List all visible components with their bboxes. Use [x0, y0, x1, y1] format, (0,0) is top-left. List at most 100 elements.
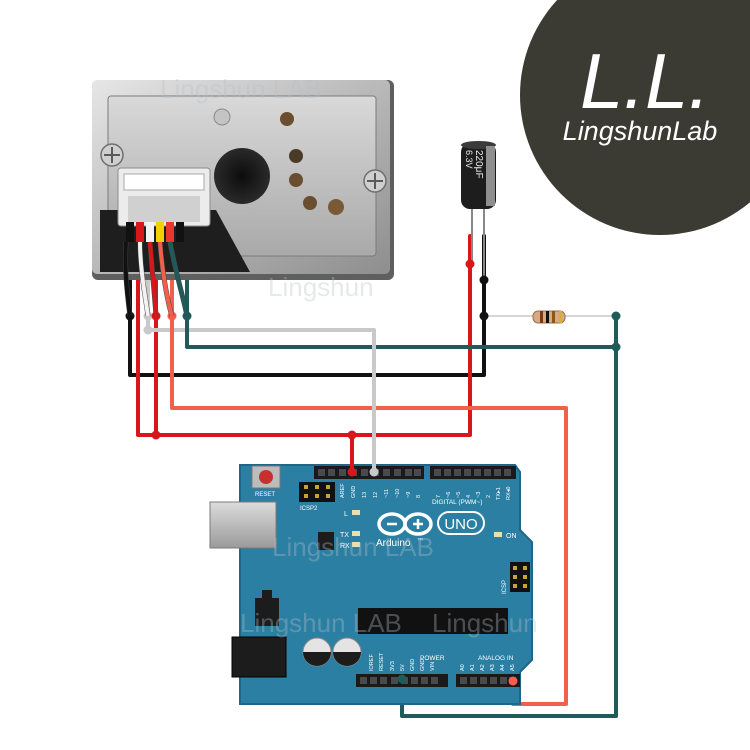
digital-header-right [430, 466, 516, 479]
pin-label-rx: RX◂0 [506, 487, 512, 500]
sensor-vent-hole [289, 173, 303, 187]
pin-label-a1: A1 [470, 664, 476, 671]
usb-port [209, 501, 277, 549]
resistor-band [546, 311, 549, 323]
junction-dot [143, 325, 153, 335]
pin-label-3v3: 3V3 [390, 661, 396, 671]
pin-label-a2: A2 [480, 664, 486, 671]
cable-black-2 [176, 222, 184, 242]
junction-dot [465, 259, 475, 269]
pin-label-10: ~10 [395, 489, 401, 498]
pin-label-a4: A4 [500, 664, 506, 671]
junction-dot [479, 311, 489, 321]
led-rx [352, 542, 360, 547]
pin-label-5v: 5V [400, 664, 406, 671]
pin-label-8: 8 [416, 495, 422, 498]
icsp2-label: ICSP2 [300, 506, 318, 512]
pin-label-gnd-2: GND [420, 659, 426, 671]
wire-endpoints [347, 330, 518, 686]
dust-sensor [92, 80, 394, 317]
pin-label-5: ~5 [456, 492, 462, 498]
junction-dot [151, 430, 161, 440]
pin-label-9: ~9 [406, 492, 412, 498]
arduino-uno-board: RESET ICSP2 AREF GND 13 12 ~11 ~10 ~9 8 … [209, 464, 533, 705]
led-l [352, 510, 360, 515]
usb-chip [318, 532, 334, 550]
arduino-logo: Arduino ™ UNO [376, 511, 485, 549]
cable-strand [158, 241, 174, 317]
arduino-model: UNO [444, 516, 477, 533]
digital-label: DIGITAL (PWM~) [432, 499, 482, 506]
cable-strand [148, 241, 158, 317]
regulator-tab [262, 590, 272, 598]
resistor-band [552, 311, 555, 323]
sensor-air-hole [214, 148, 270, 204]
sensor-vent-hole [328, 199, 344, 215]
screw-slot [367, 173, 383, 189]
cable-orange [166, 222, 174, 242]
watermarks: Lingshun LAB Lingshun Lingshun LAB Lings… [160, 74, 538, 638]
logo-symbols [387, 519, 423, 529]
watermark-text: Lingshun LAB [240, 608, 402, 638]
cable-white [146, 222, 154, 242]
cable-yellow [156, 222, 164, 242]
pin-label-13: 13 [362, 492, 368, 498]
resistor-band [559, 311, 562, 323]
reset-button-cap [259, 470, 273, 484]
junction-dot [508, 676, 518, 686]
electrolytic-capacitor: 220μF 6.3V [461, 141, 496, 209]
led-label-tx: TX [340, 532, 349, 539]
pin-label-2: 2 [486, 495, 492, 498]
junction-dot [611, 342, 621, 352]
logo-name: LingshunLab [563, 116, 718, 146]
power-label: POWER [420, 655, 445, 662]
regulator [255, 598, 279, 626]
pin-label-a3: A3 [490, 664, 496, 671]
watermark-text: Lingshun [432, 608, 538, 638]
pin-label-tx: TX▸1 [496, 487, 502, 500]
logo-initials: L.L. [580, 37, 710, 125]
sensor-vent-hole [303, 196, 317, 210]
board-capacitor-band [333, 652, 361, 666]
pin-label-gnd: GND [351, 486, 357, 498]
digital-pin-labels: AREF GND 13 12 ~11 ~10 ~9 8 7 ~6 ~5 4 ~3… [340, 483, 512, 500]
cable-red [136, 222, 144, 242]
capacitor-marking-1: 220μF [473, 150, 484, 179]
pin-label-a5: A5 [510, 664, 516, 671]
bottom-pin-labels: IOREF RESET 3V3 5V GND GND VIN A0 A1 A2 … [369, 652, 516, 671]
pin-label-11: ~11 [384, 489, 390, 498]
led-label-on: ON [506, 533, 517, 540]
led-label-rx: RX [340, 543, 350, 550]
lingshunlab-logo: L.L. LingshunLab [520, 0, 750, 235]
pin-label-12: 12 [373, 492, 379, 498]
junction-dot [611, 311, 621, 321]
arduino-tm: ™ [417, 537, 423, 544]
uno-badge [437, 511, 485, 535]
pin-label-4: 4 [466, 495, 472, 498]
power-jack [231, 636, 287, 678]
led-tx [352, 531, 360, 536]
analog-label: ANALOG IN [478, 655, 514, 662]
watermark-text: Lingshun [268, 272, 374, 302]
junction-dot [397, 674, 407, 684]
pin-label-a0: A0 [460, 664, 466, 671]
resistor [532, 310, 566, 324]
icsp2-pins [304, 485, 330, 498]
led-label-l: L [344, 511, 348, 518]
atmega-chip [358, 608, 508, 634]
resistor-band [540, 311, 543, 323]
sensor-vent-hole [289, 149, 303, 163]
capacitor-stripe [486, 146, 495, 206]
board-capacitor-band [303, 652, 331, 666]
led-on [494, 532, 502, 537]
pin-label-reset: RESET [379, 652, 385, 671]
pin-label-gnd-1: GND [410, 659, 416, 671]
logo-circle [520, 0, 750, 235]
connector-slot [123, 173, 205, 191]
connector-body [128, 196, 200, 222]
watermark-text: Lingshun LAB [160, 74, 322, 104]
bottom-header-pins [360, 677, 516, 684]
junction-dot [479, 275, 489, 285]
pin-label-vin: VIN [430, 662, 436, 671]
